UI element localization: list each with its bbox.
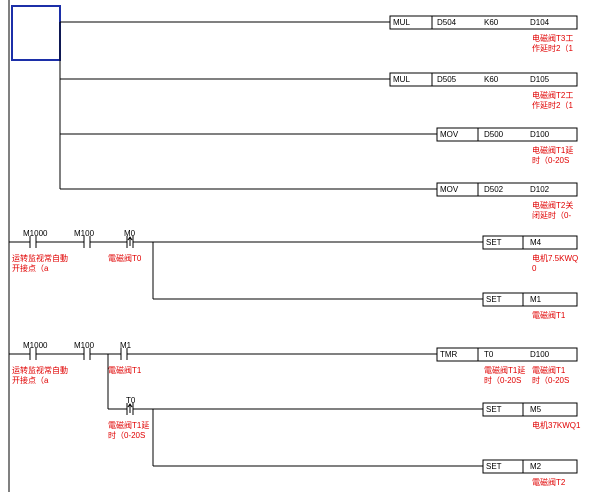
instr-op[interactable]: SET [486,462,502,471]
contact-comment: 运转监视常自動 [12,366,68,375]
instr-op[interactable]: MOV [440,130,459,139]
instr-operand[interactable]: M4 [530,238,542,247]
instr-operand[interactable]: D105 [530,75,550,84]
contact-comment: 電磁阀T1 [108,366,142,375]
contact-comment: 时（0-20S [108,431,146,440]
device-comment: 電磁阀T1 [532,311,566,320]
instr-op[interactable]: SET [486,405,502,414]
instr-op[interactable]: SET [486,238,502,247]
instr-operand[interactable]: T0 [484,350,494,359]
device-comment: 电磁阀T3工 [532,34,574,43]
device-comment: 电磁阀T2工 [532,91,574,100]
tmr-box [436,347,578,362]
contact-comment: 電磁阀T0 [108,254,142,263]
contact-label[interactable]: M1 [120,341,132,350]
device-comment: 電磁阀T1 [532,366,566,375]
instr-op[interactable]: TMR [440,350,458,359]
device-comment: 时（0-20S [484,376,522,385]
instr-operand[interactable]: D102 [530,185,550,194]
device-comment: 作延时2（1 [532,44,573,53]
mul-box-1 [389,15,578,30]
instr-operand[interactable]: D104 [530,18,550,27]
device-comment: 电磁阀T2关 [532,201,574,210]
mul-box-2 [389,72,578,87]
instr-operand[interactable]: D500 [484,130,504,139]
contact-label[interactable]: M100 [74,229,95,238]
device-comment: 电机37KWQ1 [532,421,581,430]
instr-operand[interactable]: D100 [530,350,550,359]
instr-operand[interactable]: K60 [484,18,499,27]
device-comment: 电机7.5KWQ [532,254,579,263]
device-comment: 时（0-20S [532,156,570,165]
selection-cursor [11,5,61,61]
instr-operand[interactable]: M5 [530,405,542,414]
device-comment: 时（0-20S [532,376,570,385]
set-box-m1 [482,292,578,307]
device-comment: 闭延时（0- [532,211,572,220]
device-comment: 電磁阀T1延 [484,366,526,375]
mov-box-2 [436,182,578,197]
device-comment: 0 [532,264,537,273]
device-comment: 作延时2（1 [532,101,573,110]
device-comment: 電磁阀T2 [532,478,566,487]
instr-op[interactable]: MUL [393,75,410,84]
contact-comment: 電磁阀T1延 [108,421,150,430]
instr-operand[interactable]: D505 [437,75,457,84]
set-box-m2 [482,459,578,474]
contact-comment: 开接点（a [12,376,49,385]
instr-op[interactable]: MUL [393,18,410,27]
instr-operand[interactable]: M1 [530,295,542,304]
contact-label[interactable]: M100 [74,341,95,350]
device-comment: 电磁阀T1延 [532,146,574,155]
instr-operand[interactable]: D504 [437,18,457,27]
contact-comment: 开接点（a [12,264,49,273]
instr-operand[interactable]: D502 [484,185,504,194]
contact-label[interactable]: M0 [124,229,136,238]
contact-label[interactable]: T0 [126,396,136,405]
instr-operand[interactable]: M2 [530,462,542,471]
instr-operand[interactable]: K60 [484,75,499,84]
set-box-m4 [482,235,578,250]
contact-label[interactable]: M1000 [23,229,48,238]
contact-comment: 运转监视常自動 [12,254,68,263]
instr-op[interactable]: SET [486,295,502,304]
instr-operand[interactable]: D100 [530,130,550,139]
mov-box-1 [436,127,578,142]
contact-label[interactable]: M1000 [23,341,48,350]
instr-op[interactable]: MOV [440,185,459,194]
set-box-m5 [482,402,578,417]
